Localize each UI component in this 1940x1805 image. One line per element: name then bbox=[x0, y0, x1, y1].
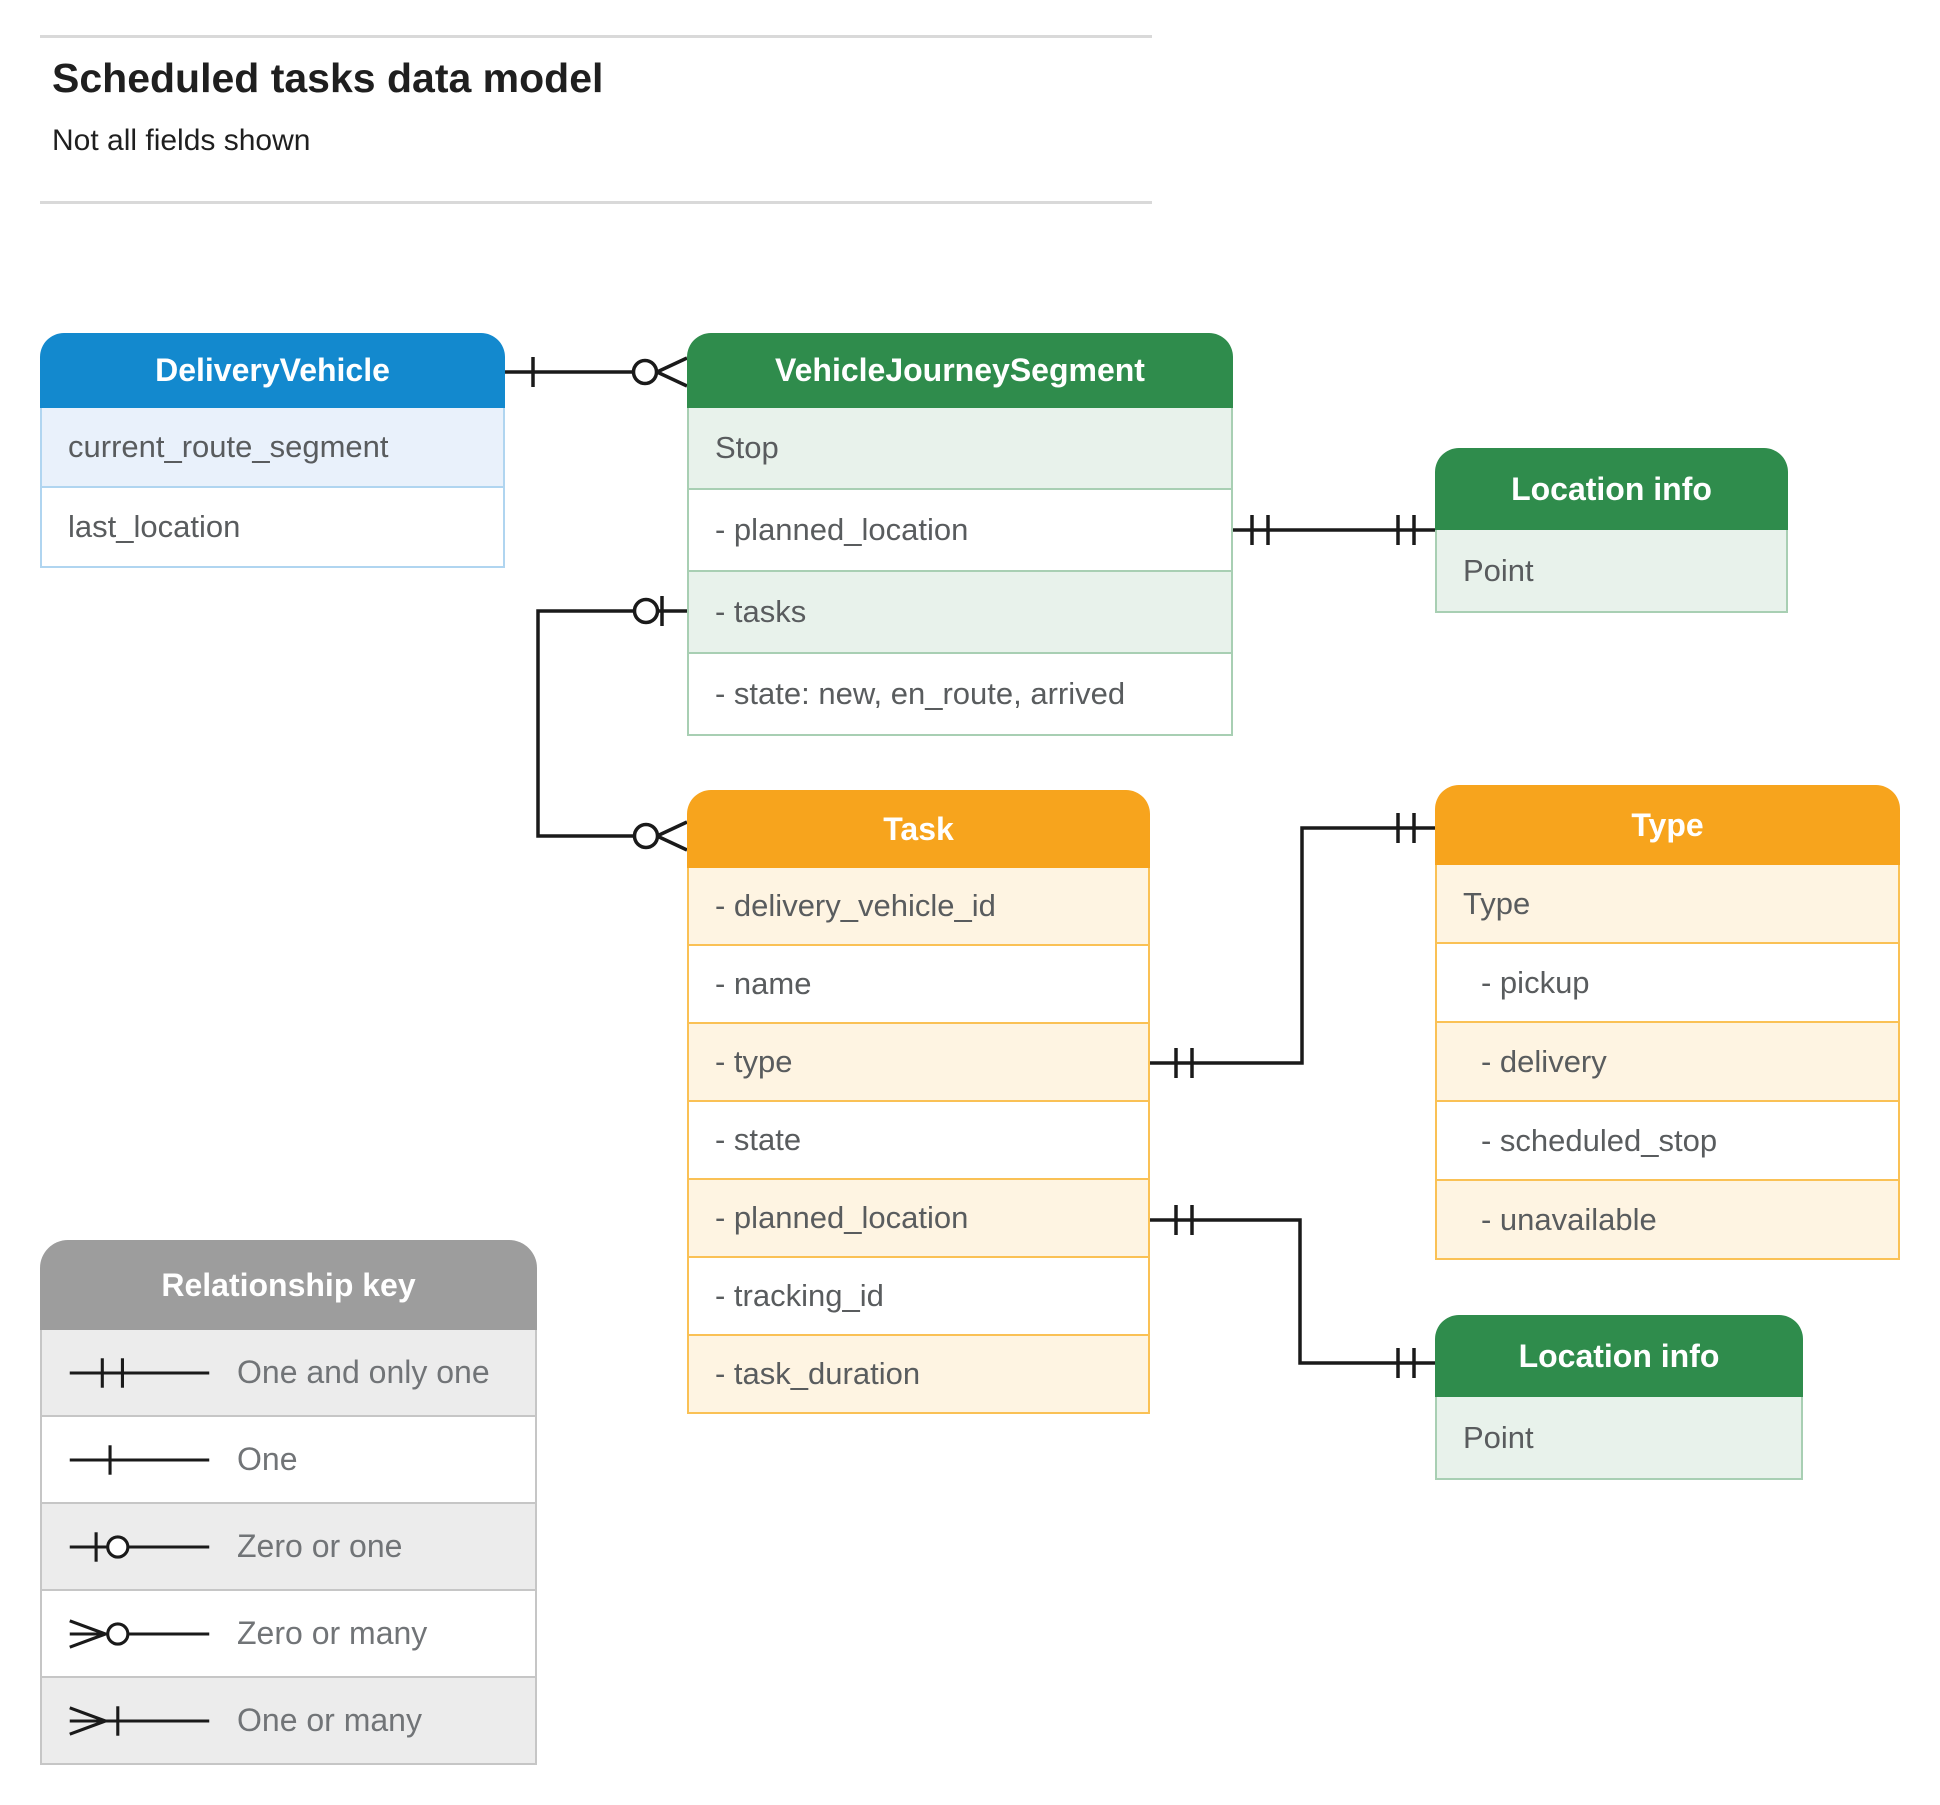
rel-deliveryvehicle-vehiclejourneysegment bbox=[505, 356, 688, 388]
field-tasks: - tasks bbox=[687, 572, 1233, 654]
page-title: Scheduled tasks data model bbox=[52, 55, 604, 101]
field-task-state: - state bbox=[687, 1102, 1150, 1180]
legend-label: One bbox=[237, 1441, 298, 1477]
field-task-planned-location: - planned_location bbox=[687, 1180, 1150, 1258]
entity-task: Task - delivery_vehicle_id - name - type… bbox=[687, 790, 1150, 1414]
entity-location-info-top: Location info Point bbox=[1435, 448, 1788, 613]
field-delivery-vehicle-id: - delivery_vehicle_id bbox=[687, 868, 1150, 946]
entity-location-info-top-header: Location info bbox=[1435, 448, 1788, 530]
legend-item-one-and-only-one: One and only one bbox=[40, 1330, 537, 1417]
entity-task-header: Task bbox=[687, 790, 1150, 868]
field-delivery: - delivery bbox=[1435, 1023, 1900, 1102]
entity-location-info-bottom: Location info Point bbox=[1435, 1315, 1803, 1480]
field-type-name: Type bbox=[1435, 865, 1900, 944]
field-scheduled-stop: - scheduled_stop bbox=[1435, 1102, 1900, 1181]
field-name: - name bbox=[687, 946, 1150, 1024]
field-point-bottom: Point bbox=[1435, 1397, 1803, 1480]
one-and-only-one-icon bbox=[69, 1357, 210, 1388]
field-stop: Stop bbox=[687, 408, 1233, 490]
legend-item-zero-or-many: Zero or many bbox=[40, 1591, 537, 1678]
relationship-key-header: Relationship key bbox=[40, 1240, 537, 1330]
legend-label: Zero or many bbox=[237, 1615, 428, 1651]
field-type: - type bbox=[687, 1024, 1150, 1102]
field-pickup: - pickup bbox=[1435, 944, 1900, 1023]
legend-label: Zero or one bbox=[237, 1528, 403, 1564]
page-subtitle: Not all fields shown bbox=[52, 124, 311, 157]
one-icon bbox=[69, 1444, 210, 1475]
field-point-top: Point bbox=[1435, 530, 1788, 613]
zero-or-many-icon bbox=[69, 1618, 210, 1649]
field-task-duration: - task_duration bbox=[687, 1336, 1150, 1414]
field-tracking-id: - tracking_id bbox=[687, 1258, 1150, 1336]
entity-type: Type Type - pickup - delivery - schedule… bbox=[1435, 785, 1900, 1260]
entity-delivery-vehicle: DeliveryVehicle current_route_segment la… bbox=[40, 333, 505, 568]
zero-or-one-icon bbox=[69, 1531, 210, 1562]
field-last-location: last_location bbox=[40, 488, 505, 568]
top-rule bbox=[40, 35, 1152, 38]
entity-vehicle-journey-segment-header: VehicleJourneySegment bbox=[687, 333, 1233, 408]
field-state: - state: new, en_route, arrived bbox=[687, 654, 1233, 736]
field-unavailable: - unavailable bbox=[1435, 1181, 1900, 1260]
field-current-route-segment: current_route_segment bbox=[40, 408, 505, 488]
entity-location-info-bottom-header: Location info bbox=[1435, 1315, 1803, 1397]
field-planned-location: - planned_location bbox=[687, 490, 1233, 572]
rel-task-locationinfo-bottom bbox=[1150, 1205, 1435, 1378]
legend-item-one: One bbox=[40, 1417, 537, 1504]
one-or-many-icon bbox=[69, 1705, 210, 1736]
legend-item-zero-or-one: Zero or one bbox=[40, 1504, 537, 1591]
legend-item-one-or-many: One or many bbox=[40, 1678, 537, 1765]
legend-label: One and only one bbox=[237, 1354, 490, 1390]
legend-label: One or many bbox=[237, 1702, 422, 1738]
entity-vehicle-journey-segment: VehicleJourneySegment Stop - planned_loc… bbox=[687, 333, 1233, 736]
entity-delivery-vehicle-header: DeliveryVehicle bbox=[40, 333, 505, 408]
rel-task-type bbox=[1150, 813, 1435, 1078]
header-rule bbox=[40, 201, 1152, 204]
entity-type-header: Type bbox=[1435, 785, 1900, 865]
relationship-key: Relationship key One and only one One bbox=[40, 1240, 537, 1765]
rel-vjs-locationinfo-top bbox=[1233, 515, 1435, 545]
rel-vjs-task bbox=[536, 596, 688, 852]
